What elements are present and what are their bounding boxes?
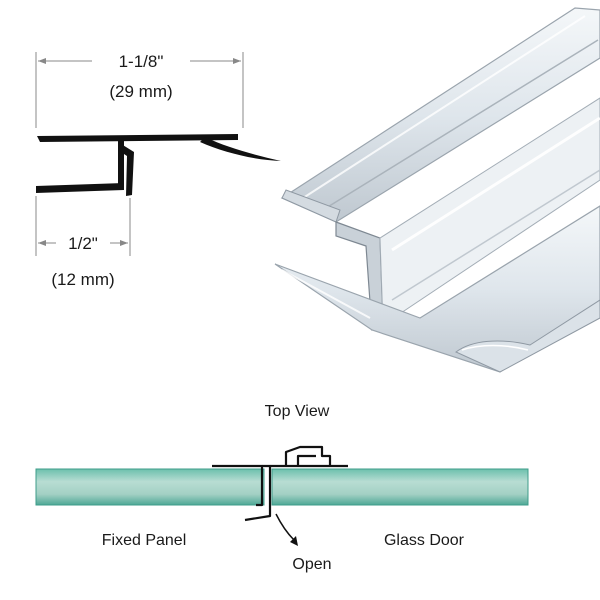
glass-door-label: Glass Door — [384, 532, 465, 549]
fixed-panel-glass — [35, 468, 265, 506]
width-metric-label: (29 mm) — [109, 82, 172, 101]
seal-bottom-plate — [274, 205, 600, 373]
depth-arrow-left — [38, 240, 46, 246]
seal-sweep-lip — [455, 299, 600, 373]
open-label: Open — [292, 556, 331, 573]
depth-arrow-right — [120, 240, 128, 246]
width-arrow-left — [38, 58, 46, 64]
seal-web-face — [379, 97, 600, 326]
width-imperial-label: 1-1/8" — [119, 52, 164, 71]
fixed-panel-label: Fixed Panel — [102, 532, 187, 549]
open-arrow — [275, 513, 295, 541]
depth-imperial-label: 1/2" — [68, 234, 98, 253]
profile-top-flange — [37, 134, 238, 142]
top-view-title: Top View — [265, 403, 330, 420]
glass-door-glass — [271, 468, 529, 506]
profile-hook — [118, 142, 134, 196]
open-arrow-head — [290, 536, 298, 546]
depth-metric-label: (12 mm) — [51, 270, 114, 289]
top-view-seal — [212, 445, 348, 522]
seal-top-edge — [281, 189, 341, 223]
seal-product-image — [274, 7, 600, 373]
profile-sweep-fin — [200, 137, 281, 161]
width-arrow-right — [233, 58, 241, 64]
top-view-diagram: Top View Fixed Panel Glass Door Open — [35, 403, 529, 573]
profile-cross-section: 1-1/8" (29 mm) 1/2" (12 mm) — [35, 52, 281, 289]
profile-bottom-flange — [36, 183, 124, 193]
